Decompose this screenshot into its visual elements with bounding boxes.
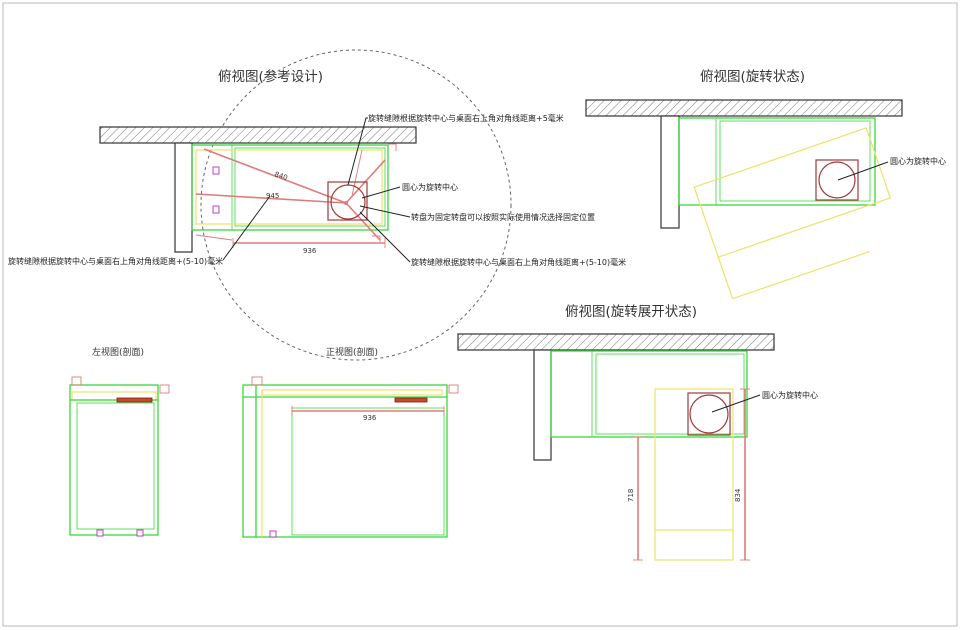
- note-center-rotating: 圆心为旋转中心: [890, 156, 946, 166]
- cabinet-outline: [69, 384, 159, 536]
- caster-right: [136, 529, 144, 537]
- dim-840: 840: [273, 170, 288, 182]
- title-top-expanded: 俯视图(旋转展开状态): [565, 304, 697, 320]
- dim-945: 945: [266, 192, 279, 200]
- diagonal-840-line: [203, 148, 347, 204]
- top-bracket: [251, 376, 263, 386]
- note-turntable: 转盘为固定转盘可以按照实际使用情况选择固定位置: [411, 212, 595, 222]
- note-gap-left: 旋转缝隙根据旋转中心与桌面右上角对角线距离+(5-10)毫米: [8, 256, 223, 266]
- desk-top-edge-2: [732, 250, 870, 300]
- turntable-circle: [818, 161, 856, 199]
- dim-834: 834: [734, 488, 742, 502]
- title-front-section: 正视图(剖面): [326, 346, 378, 358]
- cabinet-outer: [678, 117, 876, 206]
- note-gap-right: 旋转缝隙根据旋转中心与桌面右上角对角线距离+(5-10)毫米: [411, 257, 626, 267]
- dim-936: 936: [303, 247, 317, 255]
- rotated-desk-top: [693, 127, 892, 300]
- leader-turntable: [359, 205, 411, 218]
- cabinet-outer: [550, 350, 748, 438]
- leader-circle-center: [361, 186, 401, 199]
- view-top-expanded: 俯视图(旋转展开状态) 718 834 圆心为旋转中心: [457, 304, 818, 561]
- rotation-center-dot: [344, 201, 348, 205]
- leader-center-rotating: [837, 161, 889, 181]
- corner-bracket-bottom: [372, 235, 381, 242]
- wall-vertical: [174, 142, 193, 253]
- handle-bar: [116, 397, 153, 403]
- rotation-sweep-circle: [200, 49, 512, 361]
- wall-horizontal: [585, 99, 903, 117]
- gap-line-lower: [345, 202, 381, 241]
- magnet-bottom: [212, 205, 220, 214]
- side-bracket: [448, 384, 459, 394]
- title-top-rotating: 俯视图(旋转状态): [700, 69, 805, 85]
- cabinet-inner: [291, 407, 445, 536]
- view-left-section: 左视图(剖面): [69, 346, 170, 537]
- view-front-section: 正视图(剖面) 936: [242, 346, 459, 538]
- wall-horizontal: [457, 333, 775, 351]
- turntable-square: [687, 392, 731, 436]
- desk-top-layer: [261, 389, 443, 396]
- wall-horizontal: [99, 126, 417, 144]
- caster-left: [96, 529, 104, 537]
- desk-top-expanded: [654, 388, 734, 561]
- cabinet-inner: [234, 147, 386, 227]
- desk-top-edge: [717, 256, 734, 299]
- view-top-reference: 俯视图(参考设计) 840 945 936: [8, 49, 626, 361]
- note-gap-5mm: 旋转缝隙根据旋转中心与桌面右上角对角线距离+5毫米: [368, 113, 564, 123]
- turntable-square: [815, 159, 859, 201]
- cabinet-inner: [595, 353, 745, 435]
- gap-line-left: [195, 234, 233, 241]
- leader-gap-right: [359, 211, 411, 263]
- top-bracket: [71, 376, 82, 386]
- caster-left: [269, 530, 277, 538]
- corner-bracket-top: [388, 143, 397, 151]
- dim-936-front: 936: [363, 414, 377, 422]
- side-bracket: [159, 384, 170, 394]
- cabinet-inner: [719, 120, 871, 202]
- turntable-square: [327, 181, 368, 221]
- wall-vertical: [533, 349, 552, 461]
- desk-top-outer: [693, 127, 892, 258]
- turntable-circle: [689, 394, 729, 434]
- desk-top-outline: [195, 149, 383, 225]
- cabinet-outline: [242, 384, 448, 538]
- leader-gap-5mm: [347, 117, 368, 186]
- note-center-expanded: 圆心为旋转中心: [762, 390, 818, 400]
- leader-gap-left: [222, 195, 271, 261]
- handle-bar: [394, 397, 428, 403]
- title-top-ref: 俯视图(参考设计): [218, 68, 323, 85]
- leader-center-expanded: [711, 394, 761, 413]
- gap-line-upper-b: [351, 149, 363, 197]
- dim-718: 718: [627, 489, 635, 502]
- note-circle-center: 圆心为旋转中心: [402, 182, 458, 192]
- magnet-top: [212, 166, 220, 175]
- wall-vertical: [660, 115, 680, 229]
- dimension-945-line: [195, 193, 347, 204]
- cabinet-outer: [191, 144, 389, 231]
- cabinet-inner: [76, 402, 155, 530]
- title-left-section: 左视图(剖面): [92, 346, 144, 358]
- view-top-rotating: 俯视图(旋转状态) 圆心为旋转中心: [585, 69, 946, 300]
